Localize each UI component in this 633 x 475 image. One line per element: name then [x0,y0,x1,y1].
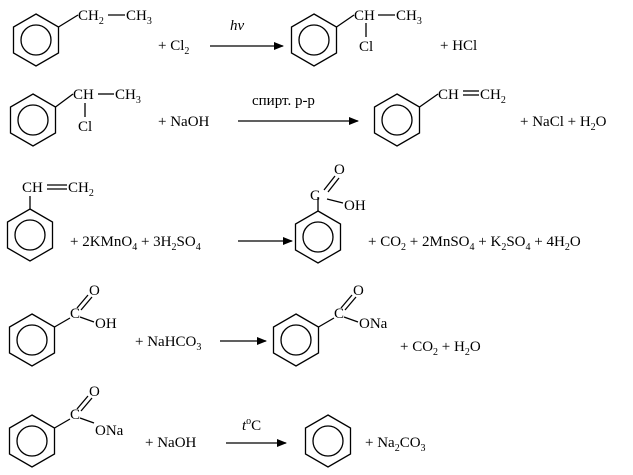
condition-hv: hv [230,18,245,34]
benzene-ring-icon [12,13,60,67]
reagent-naoh: + NaOH [145,435,197,451]
benzene-ring-icon [294,210,342,264]
ch-label: CH [73,87,94,103]
oh-label: OH [95,316,117,332]
c-label: C [70,407,80,423]
ch-label: CH [22,180,43,196]
reaction-4: C O OH + NaHCO3 C O ONa + CO2 + H2O [8,283,481,367]
ch2-label: CH2 [480,87,506,106]
benzene-ring-icon [304,414,352,468]
benzene-ring-icon [9,93,57,147]
ch2-label: CH2 [68,180,94,199]
ona-label: ONa [95,423,124,439]
reagent-naoh: + NaOH [158,114,210,130]
cl-label: Cl [78,119,92,135]
reagent-nahco3: + NaHCO3 [135,334,201,353]
ch-label: CH [438,87,459,103]
reaction-5: C O ONa + NaOH toC + Na2CO3 [8,384,426,468]
byproduct-hcl: + HCl [440,38,477,54]
condition-alcohol: спирт. р-р [252,93,315,109]
o-label: O [334,162,345,178]
o-label: O [353,283,364,299]
reaction-3: CH CH2 + 2KMnO4 + 3H2SO4 C O OH + CO2 + … [6,162,581,264]
benzene-ring-icon [6,208,54,262]
ch-label: CH [354,8,375,24]
benzene-ring-icon [290,13,338,67]
ona-label: ONa [359,316,388,332]
byproducts-co2-h2o: + CO2 + H2O [400,339,481,358]
byproduct-na2co3: + Na2CO3 [365,435,426,454]
ch3-label: CH3 [396,8,422,27]
ch2-label: CH2 [78,8,104,27]
c-label: C [70,306,80,322]
benzene-ring-icon [373,93,421,147]
benzene-ring-icon [8,313,56,367]
byproducts-co2-mnso4-k2so4-h2o: + CO2 + 2MnSO4 + K2SO4 + 4H2O [368,234,581,253]
reagent-cl2: + Cl2 [158,38,189,57]
c-label: C [334,306,344,322]
o-label: O [89,384,100,400]
ch3-label: CH3 [126,8,152,27]
oh-label: OH [344,198,366,214]
o-label: O [89,283,100,299]
benzene-ring-icon [272,313,320,367]
cl-label: Cl [359,39,373,55]
benzene-ring-icon [8,414,56,468]
byproducts-nacl-h2o: + NaCl + H2O [520,114,607,133]
reaction-1: CH2 CH3 + Cl2 hv CH CH3 Cl + HCl [12,8,477,67]
condition-heat: toC [242,416,261,434]
c-label: C [310,188,320,204]
reaction-2: CH CH3 Cl + NaOH спирт. р-р CH CH2 + NaC… [9,87,607,147]
ch3-label: CH3 [115,87,141,106]
reagents-kmno4-h2so4: + 2KMnO4 + 3H2SO4 [70,234,201,253]
